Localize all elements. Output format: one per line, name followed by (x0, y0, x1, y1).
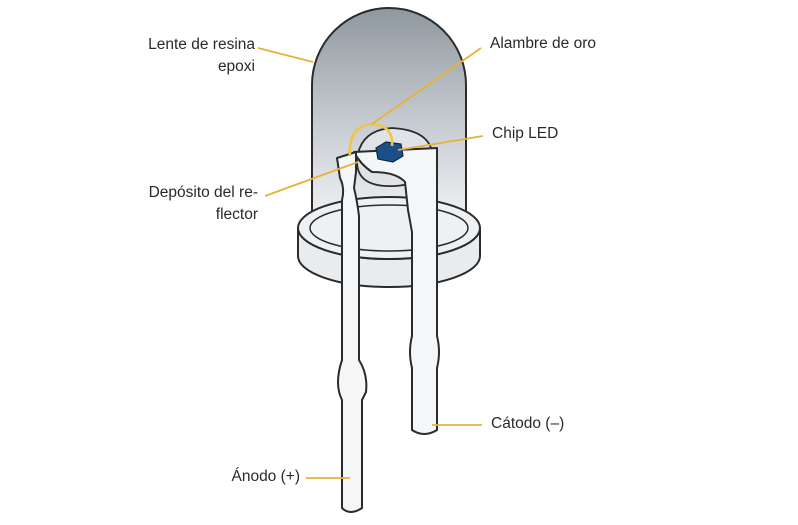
flange-inner (309, 204, 469, 252)
leader-gold-wire (371, 47, 482, 125)
label-lens-line1: Lente de resina (148, 36, 255, 53)
label-lens-line2: epoxi (217, 58, 255, 75)
label-anode: Ánodo (+) (231, 468, 300, 485)
label-lens: Lente de resina epoxi (110, 34, 255, 78)
label-chip: Chip LED (492, 125, 559, 142)
label-reflector-line1: Depósito del re- (148, 184, 258, 201)
flange-top (297, 196, 481, 260)
label-cathode: Cátodo (–) (491, 415, 565, 432)
leader-reflector (264, 161, 359, 197)
leader-chip (397, 135, 484, 151)
label-gold-wire: Alambre de oro (490, 35, 596, 52)
anode-lead (336, 151, 368, 513)
label-reflector: Depósito del re- flector (110, 182, 258, 226)
label-reflector-line2: flector (215, 206, 258, 223)
cathode-lead (353, 147, 440, 435)
epoxy-lens (311, 7, 467, 229)
leader-lens (257, 47, 314, 63)
led-chip (375, 141, 404, 163)
